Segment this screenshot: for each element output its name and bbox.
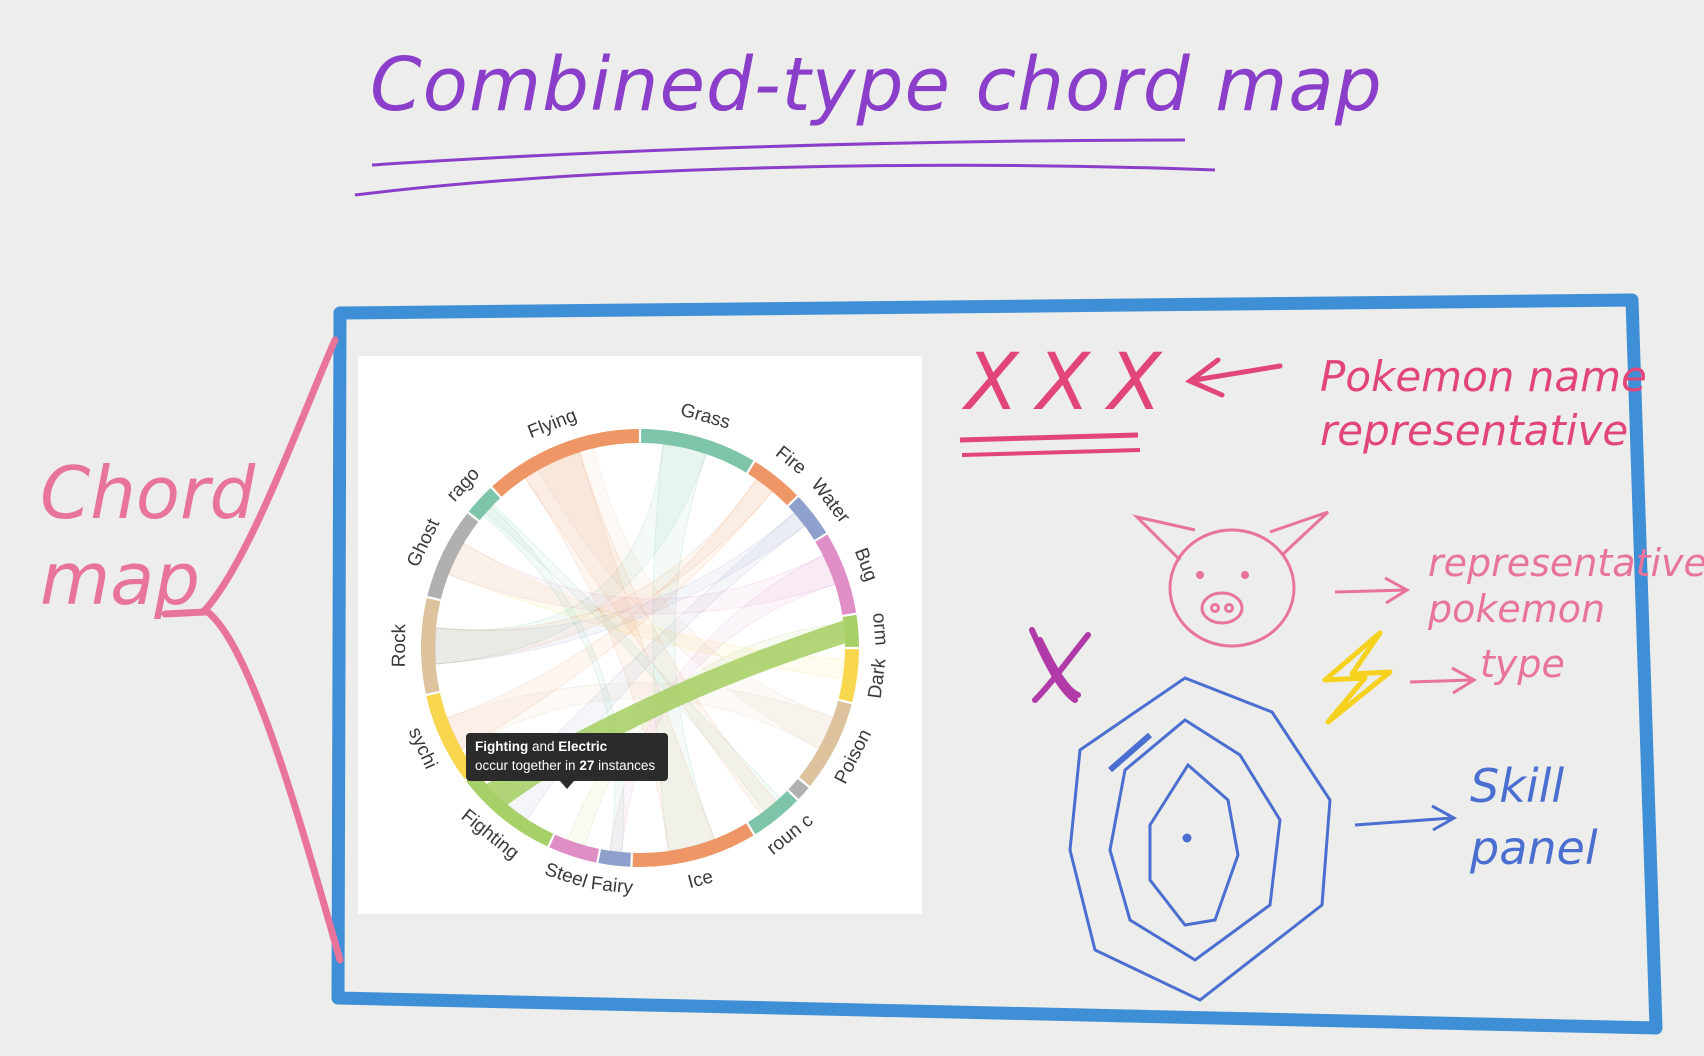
tooltip-count: 27 [579,758,595,773]
chord-arc[interactable] [748,461,798,506]
representative-pokemon-note: representative pokemon [1428,540,1704,632]
chord-group-label: Fire [771,442,810,479]
chord-group-label: Grass [678,400,732,434]
chord-arc[interactable] [632,823,754,867]
pig-icon [1132,510,1330,648]
type-note: type [1480,642,1565,686]
arrow-icon [1185,357,1283,398]
chord-ribbon[interactable] [524,451,777,815]
chord-map-note: Chord map [40,450,290,622]
chord-group-label: Steel [542,859,590,892]
chord-group-label: Fairy [590,873,635,899]
chord-arc[interactable] [838,649,859,703]
tooltip-joiner: and [532,739,555,754]
chord-arc[interactable] [468,487,501,521]
rep-note-line: representative [1428,541,1704,585]
chord-note-line: Chord [40,451,256,535]
pokemon-name-placeholder: XXX [965,338,1180,428]
chord-arc[interactable] [799,700,852,787]
tooltip-suffix: instances [598,758,656,773]
content-frame [331,293,1663,1035]
arrow-icon [1354,804,1458,832]
chord-arc[interactable] [842,614,859,647]
chord-group-label: Flying [525,405,580,443]
chord-arc[interactable] [641,429,754,473]
chord-ribbon[interactable] [448,542,836,615]
chord-arc[interactable] [788,497,827,540]
tooltip-type-a: Fighting [475,739,529,754]
chord-group-label: Ghost [403,515,444,570]
tooltip-line-1: Fighting and Electric [475,737,668,756]
title-underline [371,138,1186,167]
chord-arc[interactable] [421,597,441,694]
name-note-line: representative [1320,406,1629,455]
chord-arc[interactable] [815,534,857,615]
chord-group-label: Bug [850,545,881,584]
name-underline [959,432,1139,443]
chord-arc[interactable] [426,692,476,780]
chord-arc[interactable] [466,772,554,847]
chord-arc[interactable] [598,849,631,867]
tooltip-prefix: occur together in [475,758,576,773]
chord-group-label: rago [443,464,484,506]
arrow-icon [1409,666,1477,695]
arrow-icon [1334,576,1410,605]
tooltip-line-2: occur together in 27 instances [475,756,668,775]
chord-arc[interactable] [427,513,479,600]
name-note-line: Pokemon name [1320,352,1647,401]
chord-brace-tip [161,608,209,618]
chord-group-label: Rock [389,623,410,667]
chord-group-label: sychi [404,724,441,772]
title-underline-2 [354,163,1216,197]
skill-radar-icon [1068,676,1332,1002]
pokemon-name-note: Pokemon name representative [1320,350,1647,458]
chord-ribbon[interactable] [434,512,806,665]
chord-group-label: Ice [686,866,716,893]
cross-mark-icon [1029,627,1091,703]
sketch-title: Combined-type chord map [370,42,1383,128]
chord-arc[interactable] [549,834,599,863]
chord-arc[interactable] [788,778,809,799]
skill-note-line: panel [1470,821,1598,875]
chord-tooltip: Fighting and Electric occur together in … [466,733,668,789]
skill-note-line: Skill [1470,759,1565,813]
name-underline-2 [961,448,1141,457]
chord-ribbon[interactable] [652,443,715,852]
skill-panel-note: Skill panel [1470,755,1598,879]
lightning-bolt-icon [1322,630,1393,725]
chord-group-label: Dark [865,657,891,700]
chord-arc[interactable] [748,790,798,835]
tooltip-type-b: Electric [558,739,608,754]
chord-group-label: orm [868,612,892,646]
chord-arc[interactable] [492,429,639,497]
rep-note-line: pokemon [1428,587,1606,631]
chord-brace [199,336,344,964]
chord-note-line: map [40,537,200,621]
